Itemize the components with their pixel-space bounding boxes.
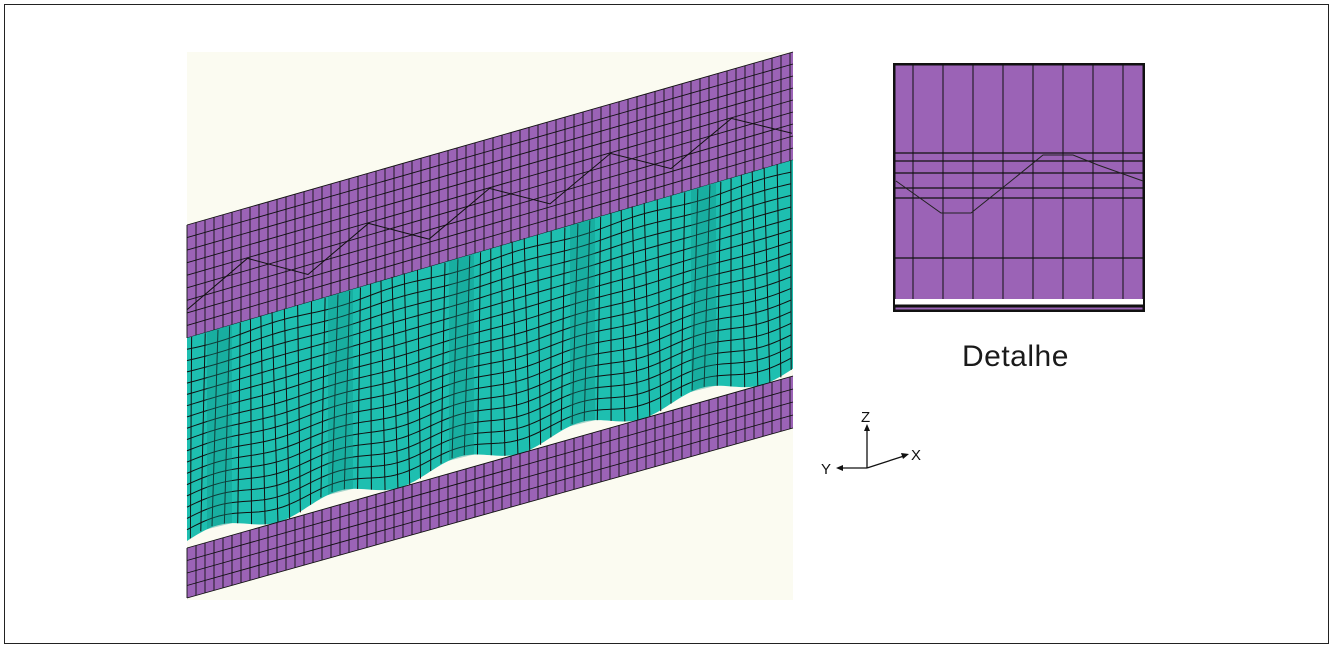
detail-bottom-strip [895,299,1143,305]
web-mesh-line [463,255,471,456]
web-mesh-line [357,287,361,489]
web-mesh-line [596,216,602,421]
flange-mesh-line [186,63,794,238]
web-mesh-line [343,290,351,490]
web-mesh-line [186,299,792,474]
web-mesh-line [211,329,219,527]
web-mesh-line [186,241,792,418]
flange-mesh-line [186,51,794,226]
y-axis-arrow [836,465,843,471]
flange-mesh-line [186,87,794,264]
web-mesh-line [403,273,411,485]
web-mesh-line [186,171,792,350]
web-mesh-line [583,220,591,421]
y-axis-label: Y [821,461,831,478]
flange-mesh-line [186,99,794,276]
web-mesh-line [297,305,301,513]
web-mesh-line [223,326,231,524]
web-mesh-line [186,183,792,362]
web-mesh-line [703,185,711,387]
web-mesh-line [271,312,279,523]
flange-mesh-line [186,111,794,289]
web-mesh-line [751,171,759,387]
web-mesh-line [656,199,662,412]
web-mesh-line [643,202,651,418]
web-mesh-line [186,218,792,395]
web-mesh-line [186,276,792,452]
web-mesh-line [186,229,792,407]
web-mesh-line [716,181,722,386]
x-axis-arrow [901,453,909,459]
web-mesh-line [237,322,241,524]
web-mesh-line [186,334,792,508]
z-axis-label: Z [861,409,870,426]
top-flange-web-trace [186,117,793,311]
flange-mesh-line [186,147,794,326]
web-mesh-line [571,224,579,425]
web-mesh-line [186,194,792,373]
web-mesh-line [476,252,482,455]
web-mesh-line [200,333,206,532]
web-surface [187,160,793,541]
flange-mesh-line [186,375,794,549]
flange-mesh-line [186,414,794,586]
flange-mesh-line [186,135,794,314]
top-flange-plate [187,52,793,338]
web-mesh-line [331,294,339,493]
web-mesh-line [776,164,782,378]
web-mesh-line [260,315,266,525]
flange-mesh-line [186,123,794,301]
bottom-flange [186,375,794,599]
flange-mesh-line [186,401,794,574]
web-shadow-band [328,289,353,495]
web-mesh-line [380,280,386,491]
web-mesh-line [283,308,291,519]
x-axis-line [866,455,905,469]
web-mesh-line [186,311,792,486]
coordinate-triad: Z X Y [821,409,921,478]
x-axis-label: X [911,447,921,464]
web-mesh-line [451,259,459,459]
web-shadow-band [570,218,595,427]
web-mesh-line [186,346,792,519]
web-mesh-line [691,188,699,391]
web-mesh-line [186,264,792,440]
web-mesh-line [740,174,746,388]
web-mesh-line [186,206,792,384]
web-mesh-line [523,238,531,452]
web-mesh-line [186,287,792,463]
web-mesh-line [417,269,421,479]
web-mesh-line [620,209,626,422]
web-mesh-line [763,167,771,384]
web-mesh-line [186,357,792,531]
flange-mesh-line [186,388,794,561]
web-mesh-line [186,322,792,497]
web-shadow-band [691,182,716,392]
flange-mesh-line [186,75,794,251]
web-mesh-line [631,206,639,421]
corrugated-web [186,160,793,541]
web-mesh-line [680,192,686,397]
detail-caption: Detalhe [962,340,1069,373]
web-mesh-line [511,241,519,455]
z-axis-arrow [864,424,870,431]
detail-mesh-grid [895,65,1143,299]
web-mesh-line [186,253,792,429]
web-shadow-band [449,253,474,461]
web-mesh-line [536,234,542,445]
web-mesh-line [500,245,506,456]
web-mesh-line [560,227,566,430]
flange-mesh-line [186,427,794,599]
detail-inset [893,63,1145,312]
web-mesh-line [391,276,399,489]
web-mesh-line [320,298,326,498]
web-mesh-line [440,262,446,464]
web-shadow-band [207,324,232,530]
detail-web-trace [895,154,1144,214]
